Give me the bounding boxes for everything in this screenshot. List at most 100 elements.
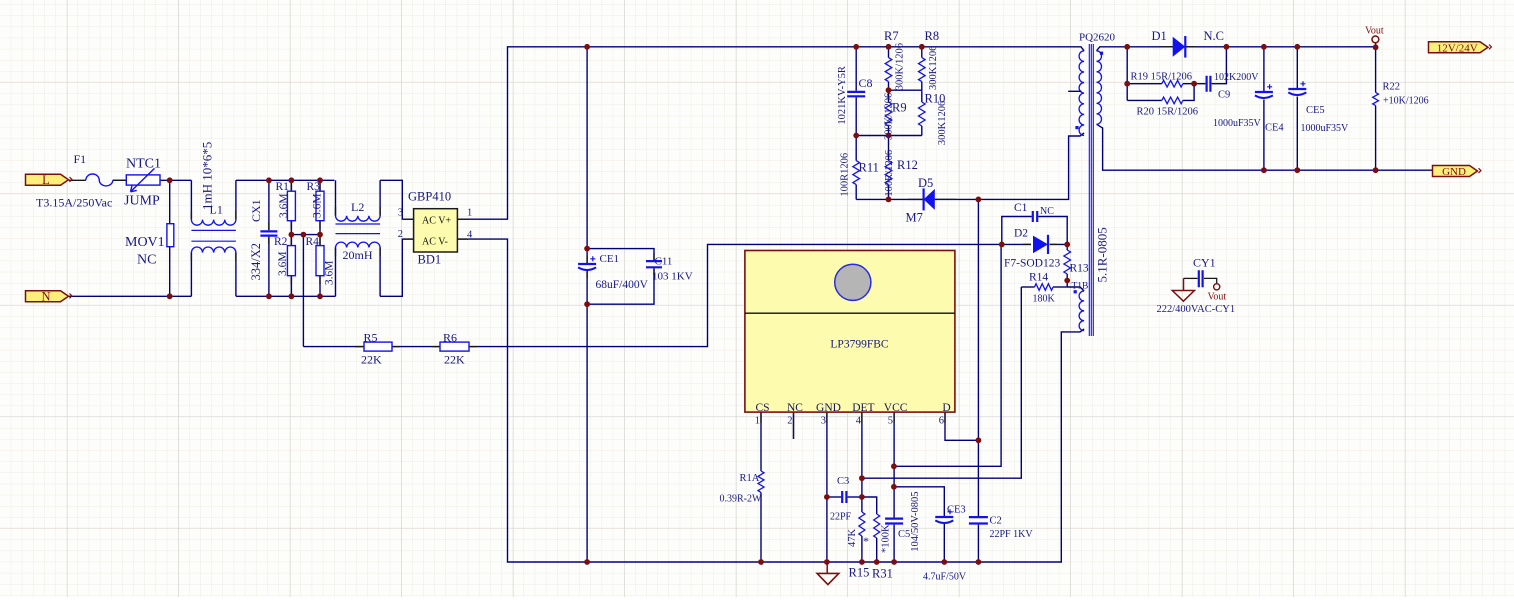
svg-text:C3: C3 — [837, 476, 849, 487]
svg-text:*100K: *100K — [881, 524, 892, 553]
svg-text:C8: C8 — [859, 76, 873, 90]
svg-text:3.6M: 3.6M — [312, 193, 324, 218]
svg-text:NC: NC — [787, 402, 803, 414]
svg-text:CE5: CE5 — [1306, 105, 1325, 116]
svg-text:R8: R8 — [925, 29, 940, 43]
svg-text:22K: 22K — [361, 353, 382, 367]
svg-text:CE3: CE3 — [947, 505, 966, 516]
svg-text:102K200V: 102K200V — [1214, 72, 1259, 83]
svg-text:0.39R-2W: 0.39R-2W — [720, 494, 763, 505]
svg-text:1: 1 — [755, 416, 760, 427]
svg-text:68uF/400V: 68uF/400V — [596, 279, 649, 291]
svg-text:D2: D2 — [1014, 227, 1028, 239]
svg-text:300K/1206: 300K/1206 — [884, 93, 895, 140]
svg-text:R3: R3 — [307, 181, 321, 193]
svg-text:R11: R11 — [859, 161, 879, 175]
svg-text:T1B: T1B — [1072, 282, 1089, 292]
svg-text:1: 1 — [467, 208, 472, 219]
svg-text:N: N — [41, 290, 50, 304]
svg-text:CE1: CE1 — [600, 253, 620, 265]
svg-text:R1: R1 — [276, 181, 290, 193]
svg-text:22K: 22K — [444, 353, 465, 367]
svg-text:R7: R7 — [884, 29, 899, 43]
svg-text:1000uF35V: 1000uF35V — [1301, 123, 1350, 134]
svg-text:D5: D5 — [918, 176, 933, 190]
svg-text:Vout: Vout — [1365, 26, 1384, 37]
svg-text:300K/1206: 300K/1206 — [895, 43, 906, 90]
svg-text:C5: C5 — [898, 529, 910, 540]
svg-text:D: D — [942, 402, 950, 414]
svg-text:AC V-: AC V- — [422, 237, 448, 248]
svg-text:3.6M: 3.6M — [277, 251, 289, 276]
svg-text:4.7uF/50V: 4.7uF/50V — [923, 572, 967, 583]
svg-text:2: 2 — [787, 416, 792, 427]
svg-text:JUMP: JUMP — [124, 194, 160, 209]
svg-text:3: 3 — [398, 208, 403, 219]
svg-text:R13: R13 — [1070, 263, 1089, 275]
svg-text:103 1KV: 103 1KV — [652, 271, 693, 283]
svg-text:DET: DET — [852, 402, 874, 414]
svg-text:104/50V-0805: 104/50V-0805 — [910, 492, 921, 552]
svg-text:R12: R12 — [897, 158, 918, 172]
svg-text:100R1206: 100R1206 — [839, 153, 850, 197]
svg-text:3.6M: 3.6M — [278, 193, 290, 218]
svg-text:C2: C2 — [990, 516, 1002, 527]
svg-text:5: 5 — [888, 416, 893, 427]
svg-text:CX1: CX1 — [249, 199, 263, 222]
svg-text:R19 15R/1206: R19 15R/1206 — [1131, 71, 1193, 82]
svg-text:12V/24V: 12V/24V — [1437, 43, 1478, 55]
svg-text:T3.15A/250Vac: T3.15A/250Vac — [36, 196, 112, 210]
svg-text:5.1R-0805: 5.1R-0805 — [1095, 227, 1110, 282]
svg-text:R5: R5 — [364, 331, 378, 345]
svg-text:C1: C1 — [1014, 202, 1028, 214]
svg-text:47K: 47K — [847, 529, 858, 548]
svg-text:R14: R14 — [1029, 272, 1048, 284]
svg-text:L2: L2 — [351, 200, 364, 214]
svg-text:22PF 1KV: 22PF 1KV — [990, 529, 1034, 540]
svg-text:R9: R9 — [892, 101, 907, 115]
svg-text:R31: R31 — [872, 567, 893, 581]
svg-text:100R/1206: 100R/1206 — [884, 150, 895, 197]
svg-text:R4: R4 — [306, 236, 320, 248]
svg-text:MOV1: MOV1 — [125, 235, 165, 250]
svg-text:2: 2 — [398, 229, 403, 240]
svg-text:R2: R2 — [274, 236, 288, 248]
svg-text:CY1: CY1 — [1193, 256, 1216, 270]
svg-text:R15: R15 — [849, 566, 870, 580]
svg-text:+10K/1206: +10K/1206 — [1383, 96, 1429, 107]
svg-text:GND: GND — [1442, 166, 1466, 178]
svg-text:4: 4 — [856, 416, 862, 427]
svg-text:1021KV-Y5R: 1021KV-Y5R — [837, 66, 848, 125]
svg-text:6: 6 — [939, 416, 944, 427]
svg-text:*: * — [863, 534, 869, 548]
svg-text:AC V+: AC V+ — [422, 215, 451, 226]
svg-text:300K1206: 300K1206 — [928, 46, 939, 90]
svg-text:R1A: R1A — [740, 473, 760, 484]
svg-text:NC: NC — [1040, 206, 1054, 217]
svg-text:180K: 180K — [1033, 294, 1056, 305]
svg-text:GBP410: GBP410 — [408, 190, 451, 204]
svg-text:F1: F1 — [74, 152, 87, 166]
svg-text:CE4: CE4 — [1265, 123, 1284, 134]
svg-text:PQ2620: PQ2620 — [1079, 32, 1116, 44]
svg-text:VCC: VCC — [884, 402, 908, 414]
svg-text:R10: R10 — [925, 92, 946, 106]
svg-text:GND: GND — [816, 402, 841, 414]
svg-text:BD1: BD1 — [418, 253, 442, 267]
svg-text:F7-SOD123: F7-SOD123 — [1004, 258, 1060, 270]
svg-text:334/X2: 334/X2 — [249, 243, 263, 281]
svg-text:Vout: Vout — [1208, 292, 1227, 303]
svg-text:R6: R6 — [443, 331, 457, 345]
svg-text:NC: NC — [137, 253, 156, 268]
svg-text:NTC1: NTC1 — [126, 157, 161, 172]
svg-text:R22: R22 — [1383, 82, 1401, 93]
svg-text:222/400VAC-CY1: 222/400VAC-CY1 — [1157, 304, 1236, 315]
svg-text:C11: C11 — [655, 256, 673, 268]
svg-text:300K1206: 300K1206 — [937, 101, 948, 145]
svg-text:CS: CS — [755, 402, 769, 414]
svg-text:L1: L1 — [210, 203, 223, 217]
svg-text:1000uF35V: 1000uF35V — [1213, 118, 1262, 129]
svg-text:C9: C9 — [1218, 90, 1230, 101]
svg-text:R20 15R/1206: R20 15R/1206 — [1137, 106, 1199, 117]
svg-text:3.6M: 3.6M — [324, 260, 336, 285]
